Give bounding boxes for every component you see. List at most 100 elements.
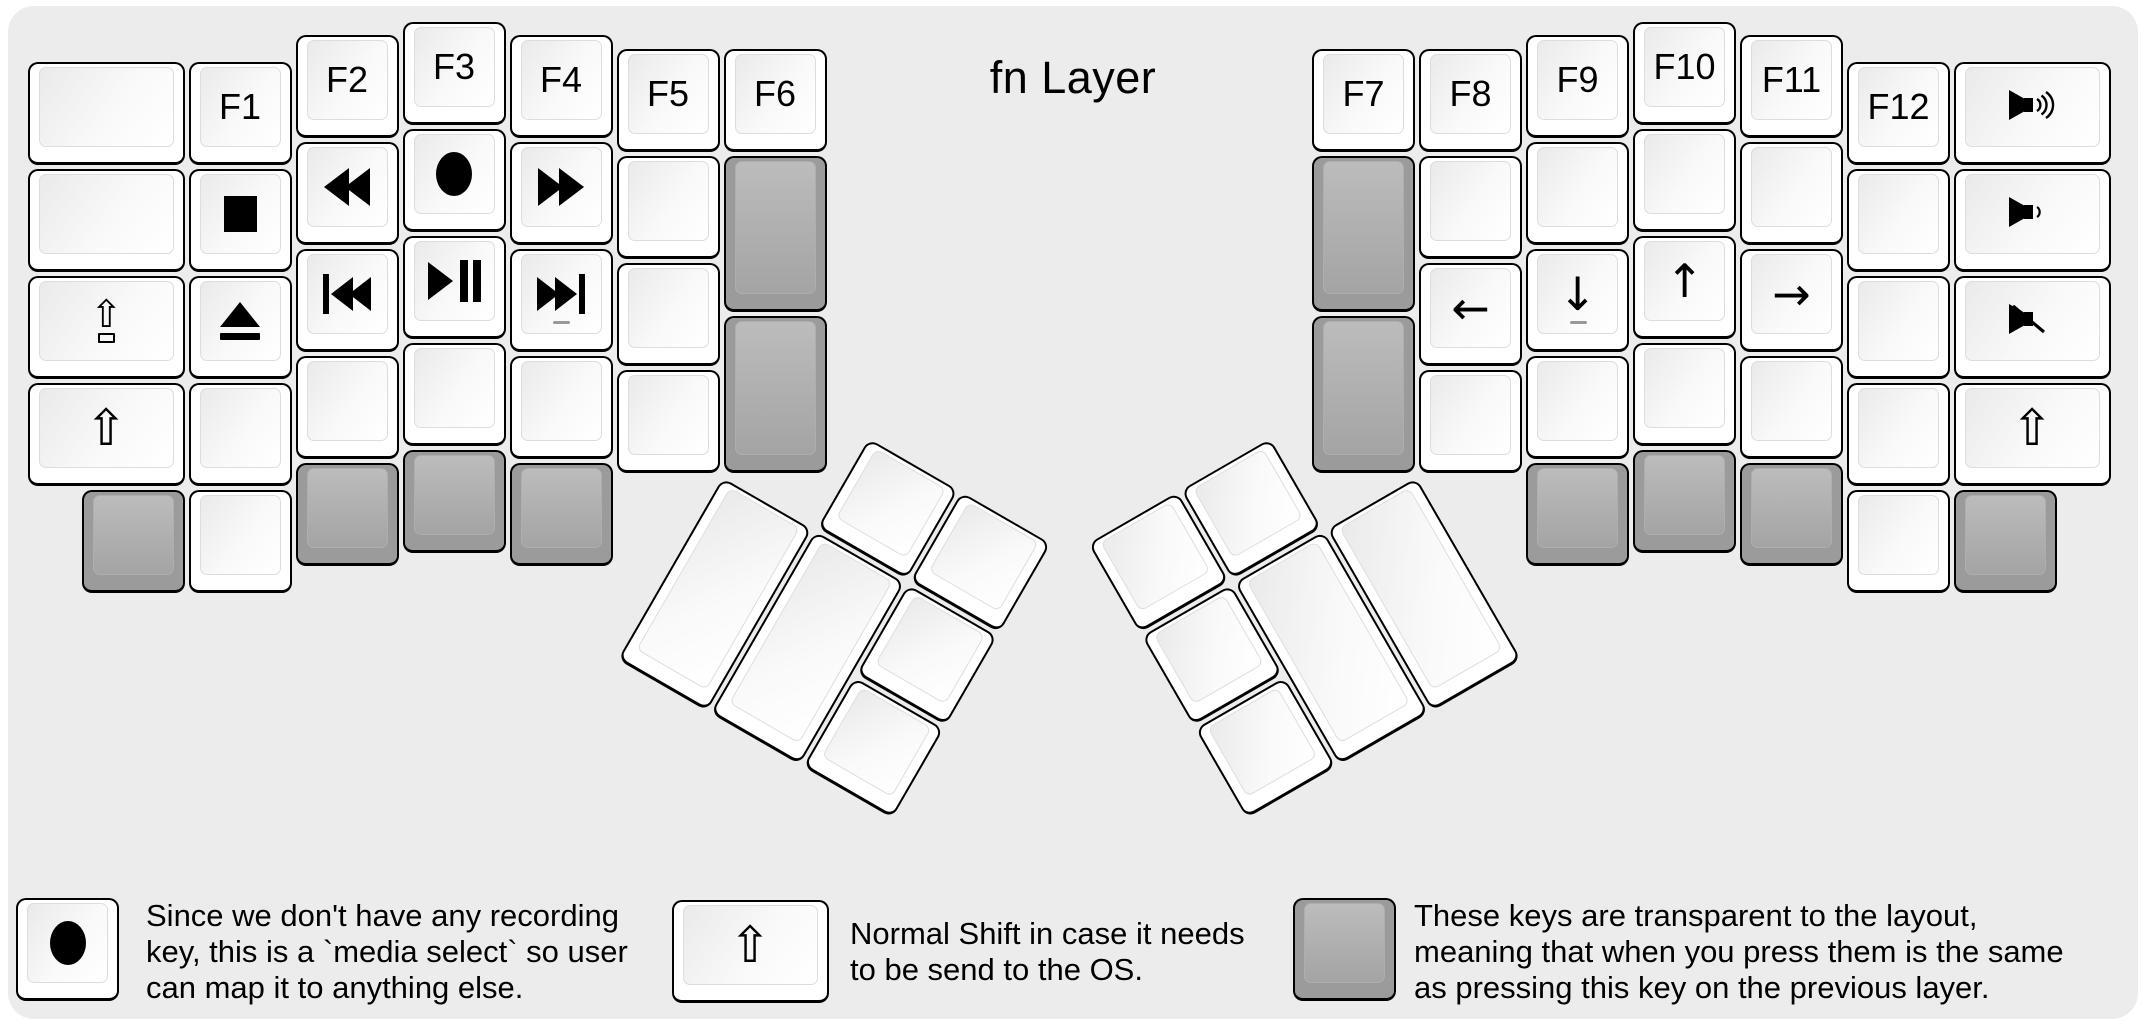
key-label: F1: [218, 86, 261, 128]
keycap: F6: [734, 53, 816, 134]
key-caps-shift[interactable]: ⇧: [28, 276, 185, 380]
key-blank[interactable]: [188, 490, 292, 594]
key-blank[interactable]: [1847, 276, 1950, 380]
keycap: [199, 281, 281, 362]
key-blank[interactable]: [509, 356, 613, 460]
key-transparent[interactable]: [1526, 463, 1629, 567]
key-fast-forward[interactable]: [509, 142, 613, 246]
keycap: [1858, 495, 1939, 576]
left-icon: ←: [1451, 280, 1490, 335]
keycap: [520, 254, 602, 335]
keycap: [1965, 495, 2046, 576]
key-blank[interactable]: [1633, 343, 1736, 446]
key-record-sample: [16, 898, 119, 1001]
key-shift-sample: ⇧: [672, 900, 829, 1003]
key-blank[interactable]: [28, 62, 185, 166]
keycap: F9: [1537, 40, 1618, 121]
key-blank[interactable]: [616, 155, 720, 259]
key-blank[interactable]: [28, 169, 185, 273]
key-blank[interactable]: [1526, 142, 1629, 246]
key-blank[interactable]: [1526, 356, 1629, 460]
key-f2[interactable]: F2: [295, 35, 399, 139]
key-stop[interactable]: [188, 169, 292, 273]
keycap: [1430, 374, 1511, 455]
volup-icon: [2008, 85, 2056, 130]
key-blank[interactable]: [1847, 490, 1950, 594]
keycap: [413, 134, 495, 214]
key-volume-up[interactable]: [1954, 62, 2111, 166]
legend-line: key, this is a `media select` so user: [146, 934, 628, 969]
key-record[interactable]: [402, 129, 506, 232]
key-transparent[interactable]: [295, 463, 399, 567]
prev-icon: [323, 274, 371, 315]
key-blank[interactable]: [1740, 356, 1843, 460]
keycap: ↑: [1644, 241, 1725, 321]
keycap: ⇧: [1965, 388, 2100, 469]
key-blank[interactable]: [616, 262, 720, 366]
key-arrow-right[interactable]: →: [1740, 249, 1843, 353]
key-blank[interactable]: [1740, 142, 1843, 246]
key-f11[interactable]: F11: [1740, 35, 1843, 139]
key-arrow-down[interactable]: ↓: [1526, 249, 1629, 353]
key-f4[interactable]: F4: [509, 35, 613, 139]
key-transparent[interactable]: [509, 463, 613, 567]
key-f6[interactable]: F6: [723, 48, 827, 152]
key-prev-track[interactable]: [295, 249, 399, 353]
legend-line: These keys are transparent to the layout…: [1414, 898, 1978, 933]
playpause-icon: [427, 260, 481, 302]
key-blank[interactable]: [188, 383, 292, 487]
keycap: [1100, 501, 1211, 612]
key-blank[interactable]: [1419, 369, 1522, 473]
key-transparent[interactable]: [1740, 463, 1843, 567]
key-rewind[interactable]: [295, 142, 399, 246]
key-transparent[interactable]: [1312, 155, 1415, 313]
key-eject[interactable]: [188, 276, 292, 380]
key-transparent[interactable]: [1954, 490, 2057, 594]
key-f5[interactable]: F5: [616, 48, 720, 152]
key-volume-down[interactable]: [1954, 169, 2111, 273]
key-f12[interactable]: F12: [1847, 62, 1950, 166]
keycap: [1644, 134, 1725, 214]
key-transparent[interactable]: [402, 450, 506, 553]
keycap: [1751, 468, 1832, 549]
key-f7[interactable]: F7: [1312, 48, 1415, 152]
keycap: [835, 448, 946, 558]
key-blank[interactable]: [295, 356, 399, 460]
key-blank[interactable]: [1847, 169, 1950, 273]
key-blank[interactable]: [1847, 383, 1950, 487]
keycap: [92, 495, 174, 576]
key-f8[interactable]: F8: [1419, 48, 1522, 152]
key-label: F5: [646, 72, 689, 114]
layer-title: fn Layer: [989, 52, 1157, 103]
keycap: F5: [627, 53, 709, 134]
key-transparent[interactable]: [723, 155, 827, 313]
key-next-track[interactable]: [509, 249, 613, 353]
key-shift[interactable]: ⇧: [1954, 383, 2111, 487]
key-mute[interactable]: [1954, 276, 2111, 380]
shift-icon: ⇧: [729, 916, 772, 974]
key-f3[interactable]: F3: [402, 22, 506, 125]
key-arrow-left[interactable]: ←: [1419, 262, 1522, 366]
key-shift[interactable]: ⇧: [28, 383, 185, 487]
key-transparent[interactable]: [81, 490, 185, 594]
key-f10[interactable]: F10: [1633, 22, 1736, 125]
key-blank[interactable]: [616, 369, 720, 473]
legend-line: Normal Shift in case it needs: [850, 916, 1245, 951]
key-transparent[interactable]: [1633, 450, 1736, 553]
keycap: [39, 174, 174, 255]
key-transparent-sample: [1293, 898, 1396, 1001]
key-f1[interactable]: F1: [188, 62, 292, 166]
key-play-pause[interactable]: [402, 236, 506, 339]
key-blank[interactable]: [402, 343, 506, 446]
keycap: [1644, 455, 1725, 535]
homing-dash: [553, 321, 570, 325]
keycap: [1858, 174, 1939, 255]
key-label: F3: [432, 46, 475, 87]
key-blank[interactable]: [1633, 129, 1736, 232]
key-transparent[interactable]: [1312, 316, 1415, 473]
keycap: [306, 254, 388, 335]
key-f9[interactable]: F9: [1526, 35, 1629, 139]
key-blank[interactable]: [1419, 155, 1522, 259]
key-arrow-up[interactable]: ↑: [1633, 236, 1736, 339]
key-transparent[interactable]: [723, 316, 827, 473]
